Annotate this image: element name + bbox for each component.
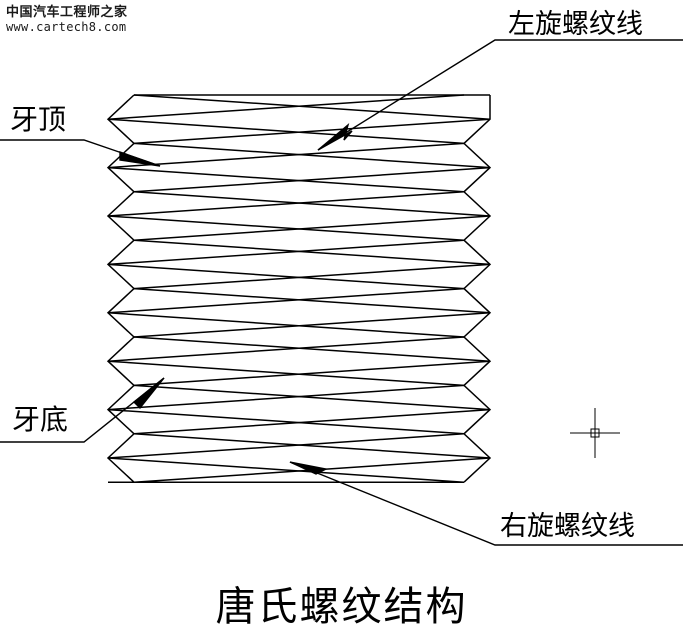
- left-hand-helix-line: [133, 94, 491, 120]
- right-hand-helix-line: [107, 263, 465, 290]
- left-hand-helix-line: [133, 360, 491, 387]
- watermark-site-name: 中国汽车工程师之家: [6, 5, 128, 20]
- right-hand-helix-line: [107, 457, 465, 483]
- leader-left-hand-thread: [317, 39, 683, 151]
- arrowhead-left-hand-thread: [317, 123, 353, 151]
- left-hand-helix-line: [133, 384, 491, 411]
- left-hand-helix-line: [133, 287, 491, 314]
- right-hand-helix-line: [107, 166, 465, 193]
- left-hand-helix-line: [133, 312, 491, 338]
- arrowhead-crest: [119, 151, 161, 167]
- diagram-caption: 唐氏螺纹结构: [215, 584, 468, 630]
- right-hand-helix-line: [107, 94, 465, 120]
- right-hand-helix-line: [107, 312, 465, 338]
- right-hand-helix-line: [107, 215, 465, 241]
- thread-profile-right: [462, 95, 492, 483]
- right-hand-helix-line: [107, 408, 465, 435]
- left-hand-helix-line: [133, 433, 491, 459]
- right-hand-helix-line: [107, 336, 465, 362]
- left-hand-helix-line: [133, 118, 491, 145]
- arrowhead-right-hand-thread: [289, 461, 329, 475]
- right-hand-helix-line: [107, 433, 465, 459]
- right-hand-helix-line: [107, 239, 465, 266]
- watermark: 中国汽车工程师之家 www.cartech8.com: [6, 5, 128, 35]
- arrowhead-root: [132, 377, 165, 410]
- right-hand-helix-line: [107, 384, 465, 411]
- label-thread-root: 牙底: [12, 403, 69, 436]
- watermark-url: www.cartech8.com: [6, 19, 127, 34]
- left-hand-helix-line: [133, 336, 491, 362]
- right-hand-helix-line: [107, 118, 465, 145]
- thread-body: [106, 94, 492, 483]
- left-hand-helix-line: [133, 142, 491, 169]
- right-hand-helix-line: [107, 142, 465, 169]
- left-hand-helix-line: [133, 215, 491, 241]
- label-thread-crest: 牙顶: [10, 103, 67, 136]
- right-hand-helix-line: [107, 191, 465, 217]
- right-hand-helix-line: [107, 287, 465, 314]
- left-hand-helix-line: [133, 408, 491, 435]
- label-right-hand-thread-line: 右旋螺纹线: [500, 511, 635, 542]
- left-hand-helix-line: [133, 263, 491, 290]
- left-hand-helix-line: [133, 166, 491, 193]
- left-hand-helix-line: [133, 191, 491, 217]
- thread-pointers: [0, 39, 683, 546]
- leader-right-hand-thread: [289, 461, 683, 546]
- right-hand-helix-line: [107, 360, 465, 387]
- left-hand-helix-line: [133, 239, 491, 266]
- crosshair-cursor-icon: [570, 408, 620, 458]
- label-left-hand-thread-line: 左旋螺纹线: [508, 9, 643, 40]
